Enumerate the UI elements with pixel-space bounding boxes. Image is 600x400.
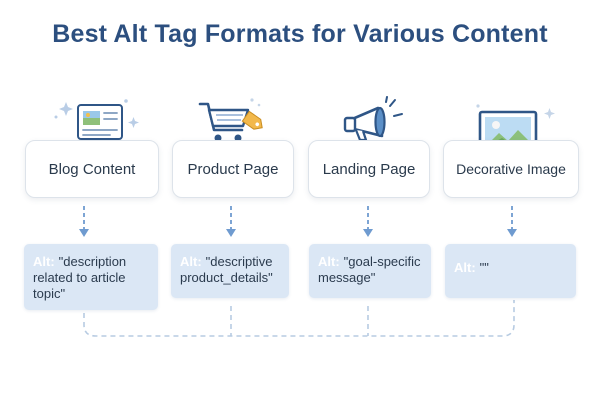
diagram-title: Best Alt Tag Formats for Various Content [52,20,548,48]
card-label: Decorative Image [456,161,566,177]
alt-label: Alt: [454,260,476,275]
alt-text: "goal-specific message" [318,254,421,285]
document-image-icon [54,99,139,140]
alt-box-product-page: Alt:"descriptive product_details" [171,244,289,298]
card-decorative-image: Decorative Image [443,140,579,198]
alt-label: Alt: [180,254,202,269]
megaphone-icon [343,96,403,142]
alt-text: "description related to article topic" [33,254,127,301]
card-product-page: Product Page [172,140,294,198]
alt-text: "descriptive product_details" [180,254,273,285]
alt-box-landing-page: Alt:"goal-specific message" [309,244,431,298]
arrow-head [507,229,517,237]
card-label: Landing Page [322,160,416,178]
card-landing-page: Landing Page [308,140,430,198]
card-blog-content: Blog Content [25,140,159,198]
card-label: Product Page [187,160,279,178]
alt-box-blog-content: Alt:"description related to article topi… [24,244,158,310]
shopping-cart-icon [198,98,263,142]
card-label: Blog Content [48,160,136,178]
arrow-head [226,229,236,237]
alt-box-decorative-image: Alt:"" [445,244,576,298]
arrow-head [79,229,89,237]
alt-label: Alt: [33,254,55,269]
alt-label: Alt: [318,254,340,269]
alt-text: "" [479,260,489,275]
arrow-head [363,229,373,237]
